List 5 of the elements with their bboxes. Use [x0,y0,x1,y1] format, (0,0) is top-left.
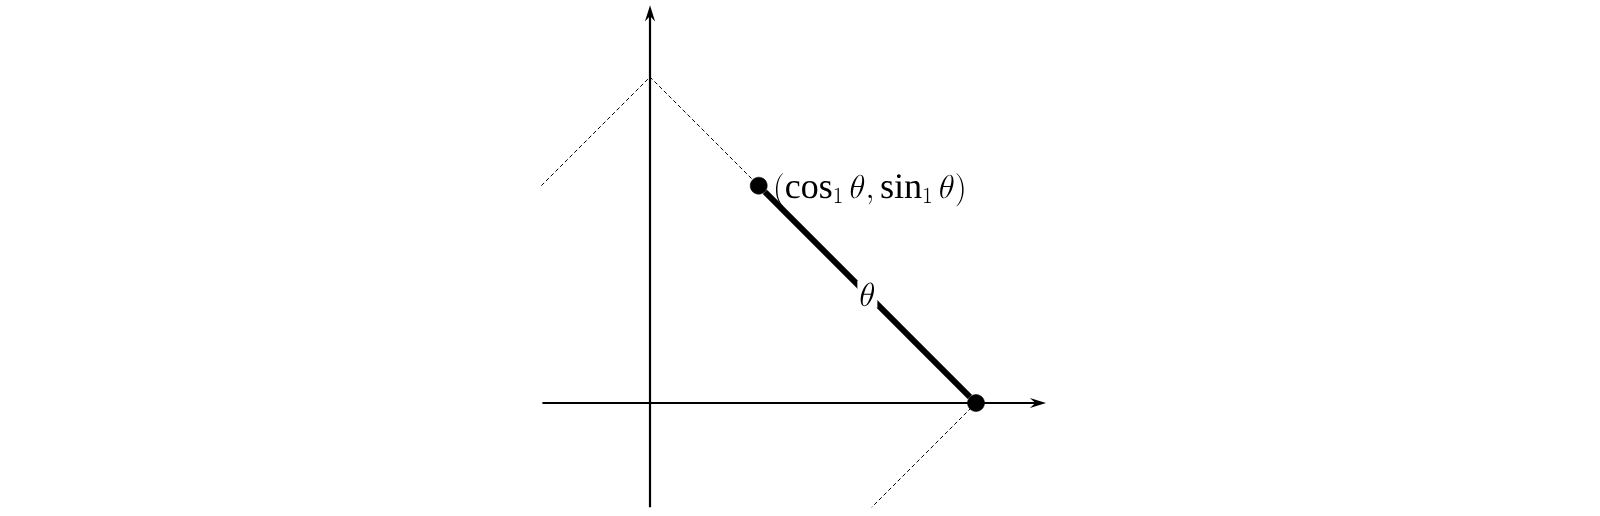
point-label: $(\cos_1 \theta, \sin_1 \theta)$ [775,173,964,207]
point-dot [967,394,985,412]
point-dot [749,176,768,195]
edge-label: $\theta$ [857,280,878,308]
line-segment [762,189,972,399]
